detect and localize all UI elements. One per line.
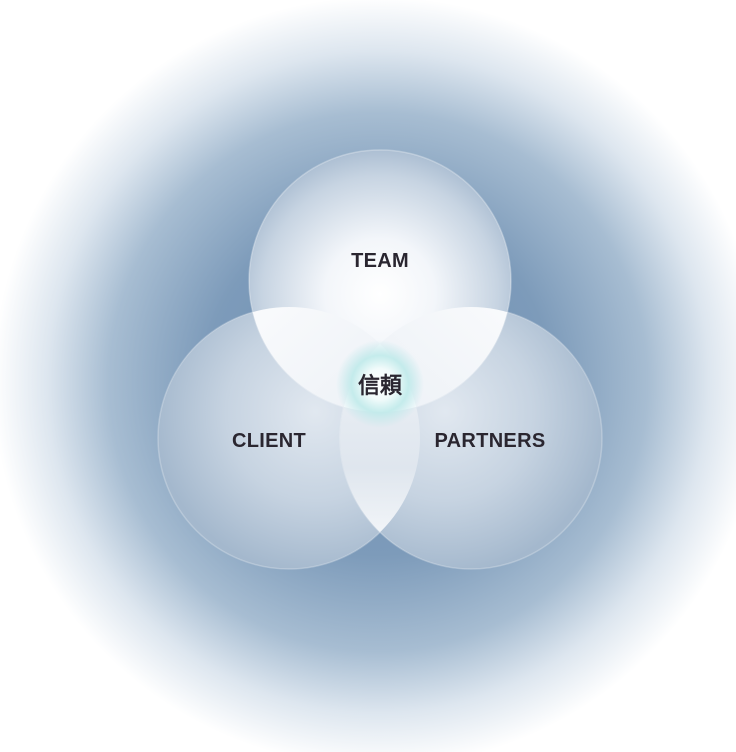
center-glow [336, 340, 424, 428]
trust-label: 信頼 [358, 373, 403, 399]
team-label: TEAM [351, 250, 409, 272]
client-label: CLIENT [232, 430, 306, 452]
partners-label: PARTNERS [435, 430, 546, 452]
